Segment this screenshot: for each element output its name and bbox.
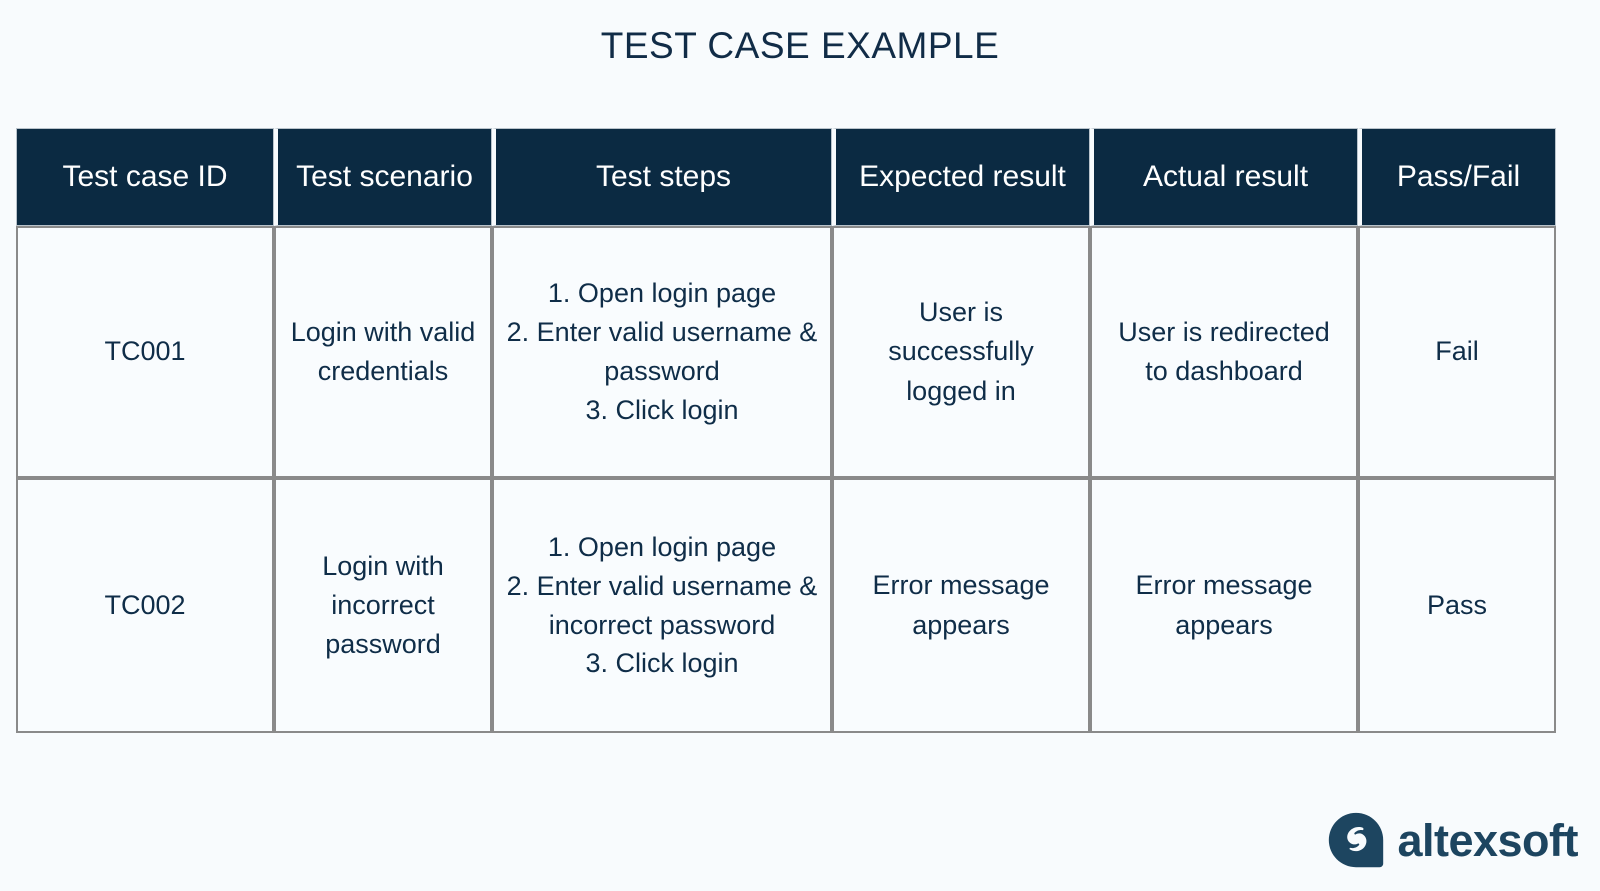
brand-logo: altexsoft xyxy=(1327,811,1578,869)
cell-test-case-id: TC002 xyxy=(16,478,274,733)
cell-pass-fail: Fail xyxy=(1358,226,1556,478)
step-item: 3. Click login xyxy=(585,394,739,425)
table-header: Test case ID Test scenario Test steps Ex… xyxy=(16,128,1556,226)
cell-test-scenario: Login with valid credentials xyxy=(274,226,492,478)
cell-test-steps: 1. Open login page 2. Enter valid userna… xyxy=(492,478,832,733)
cell-test-steps: 1. Open login page 2. Enter valid userna… xyxy=(492,226,832,478)
table-body: TC001 Login with valid credentials 1. Op… xyxy=(16,226,1556,733)
step-item: 2. Enter valid username & password xyxy=(506,317,818,386)
altexsoft-speech-bubble-icon xyxy=(1329,812,1384,868)
column-header-test-case-id: Test case ID xyxy=(16,128,274,226)
page-title: TEST CASE EXAMPLE xyxy=(600,25,1000,66)
table-row: TC001 Login with valid credentials 1. Op… xyxy=(16,226,1556,478)
cell-expected-result: User is successfully logged in xyxy=(832,226,1090,478)
column-header-pass-fail: Pass/Fail xyxy=(1358,128,1556,226)
cell-expected-result: Error message appears xyxy=(832,478,1090,733)
steps-list: 1. Open login page 2. Enter valid userna… xyxy=(506,528,818,684)
brand-name: altexsoft xyxy=(1397,814,1578,866)
cell-test-scenario: Login with incorrect password xyxy=(274,478,492,733)
steps-list: 1. Open login page 2. Enter valid userna… xyxy=(506,274,818,430)
column-header-test-steps: Test steps xyxy=(492,128,832,226)
cell-pass-fail: Pass xyxy=(1358,478,1556,733)
cell-actual-result: User is redirected to dashboard xyxy=(1090,226,1358,478)
step-item: 3. Click login xyxy=(585,648,739,679)
cell-actual-result: Error message appears xyxy=(1090,478,1358,733)
table-row: TC002 Login with incorrect password 1. O… xyxy=(16,478,1556,733)
step-item: 2. Enter valid username & incorrect pass… xyxy=(506,570,818,640)
step-item: 1. Open login page xyxy=(547,278,777,309)
cell-test-case-id: TC001 xyxy=(16,226,274,478)
column-header-actual-result: Actual result xyxy=(1090,128,1358,226)
column-header-expected-result: Expected result xyxy=(832,128,1090,226)
test-case-table: Test case ID Test scenario Test steps Ex… xyxy=(16,128,1556,733)
column-header-test-scenario: Test scenario xyxy=(274,128,492,226)
header-row: Test case ID Test scenario Test steps Ex… xyxy=(16,128,1556,226)
step-item: 1. Open login page xyxy=(547,531,777,562)
